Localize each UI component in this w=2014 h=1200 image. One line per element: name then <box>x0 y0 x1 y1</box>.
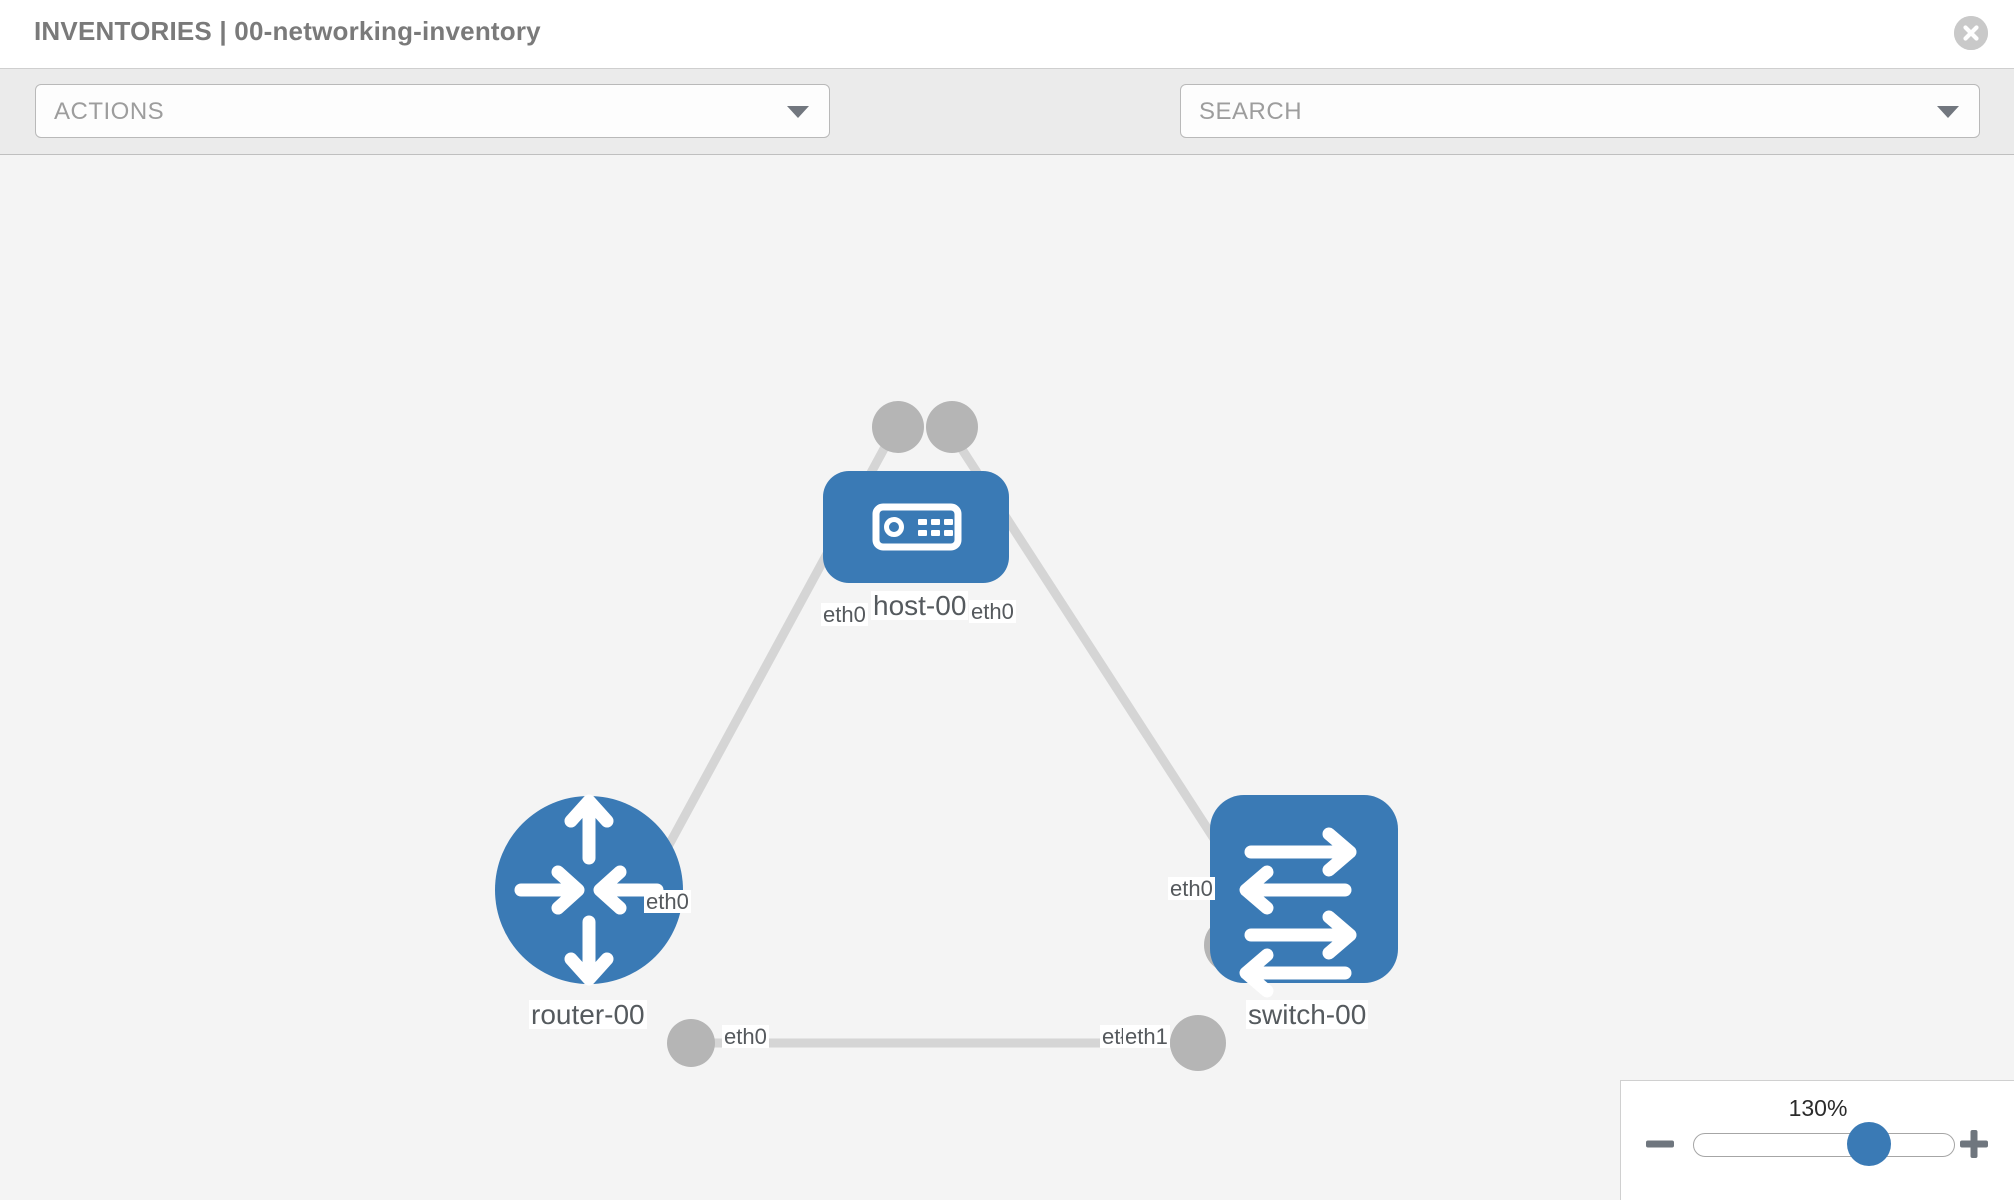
connector-host00-right <box>926 401 978 453</box>
node-router-00[interactable] <box>495 794 683 986</box>
zoom-level-value: 130% <box>1788 1095 1848 1121</box>
zoom-slider-thumb[interactable] <box>1847 1122 1891 1166</box>
zoom-out-button[interactable] <box>1643 1127 1677 1161</box>
plus-icon <box>1960 1130 1988 1158</box>
actions-dropdown-value: ACTIONS <box>54 98 165 125</box>
connector-switch00-left <box>1170 1015 1226 1071</box>
iface-label-host00-right: eth0 <box>969 599 1016 624</box>
iface-label-host00-left: eth0 <box>821 602 868 627</box>
close-icon <box>1954 16 1988 50</box>
connector-router00-right <box>667 1019 715 1067</box>
iface-label-switch00-up: eth0 <box>1168 876 1215 901</box>
node-host-00[interactable] <box>823 471 1009 583</box>
node-switch-00[interactable] <box>1210 795 1398 998</box>
close-button[interactable] <box>1954 16 1988 50</box>
topology-graph <box>495 401 1398 1071</box>
chevron-down-icon <box>1937 106 1959 118</box>
node-label-host-00: host-00 <box>871 590 969 621</box>
iface-label-switch00-left-a: etł <box>1100 1024 1128 1049</box>
page-header: INVENTORIES | 00-networking-inventory <box>0 0 2014 68</box>
actions-dropdown[interactable]: ACTIONS <box>35 84 830 138</box>
zoom-slider-track[interactable] <box>1693 1133 1955 1157</box>
topology-canvas[interactable]: eth0 host-00 eth0 eth0 eth0 eth0 etł eth… <box>0 155 2014 1200</box>
zoom-panel: 130% <box>1620 1080 2014 1200</box>
connector-host00-left <box>872 401 924 453</box>
zoom-in-button[interactable] <box>1957 1127 1991 1161</box>
node-label-router-00: router-00 <box>529 999 647 1030</box>
search-placeholder: SEARCH <box>1199 98 1303 125</box>
minus-icon <box>1646 1140 1674 1148</box>
toolbar: ACTIONS SEARCH <box>0 68 2014 199</box>
chevron-down-icon <box>787 106 809 118</box>
iface-label-router00-up: eth0 <box>644 889 691 914</box>
switch-icon <box>1239 827 1357 998</box>
search-input[interactable]: SEARCH <box>1180 84 1980 138</box>
node-label-switch-00: switch-00 <box>1246 999 1369 1030</box>
iface-label-router00-right: eth0 <box>722 1024 769 1049</box>
server-icon <box>872 503 962 551</box>
iface-label-switch00-left-b: eth1 <box>1123 1024 1170 1049</box>
page-title: INVENTORIES | 00-networking-inventory <box>34 16 541 46</box>
